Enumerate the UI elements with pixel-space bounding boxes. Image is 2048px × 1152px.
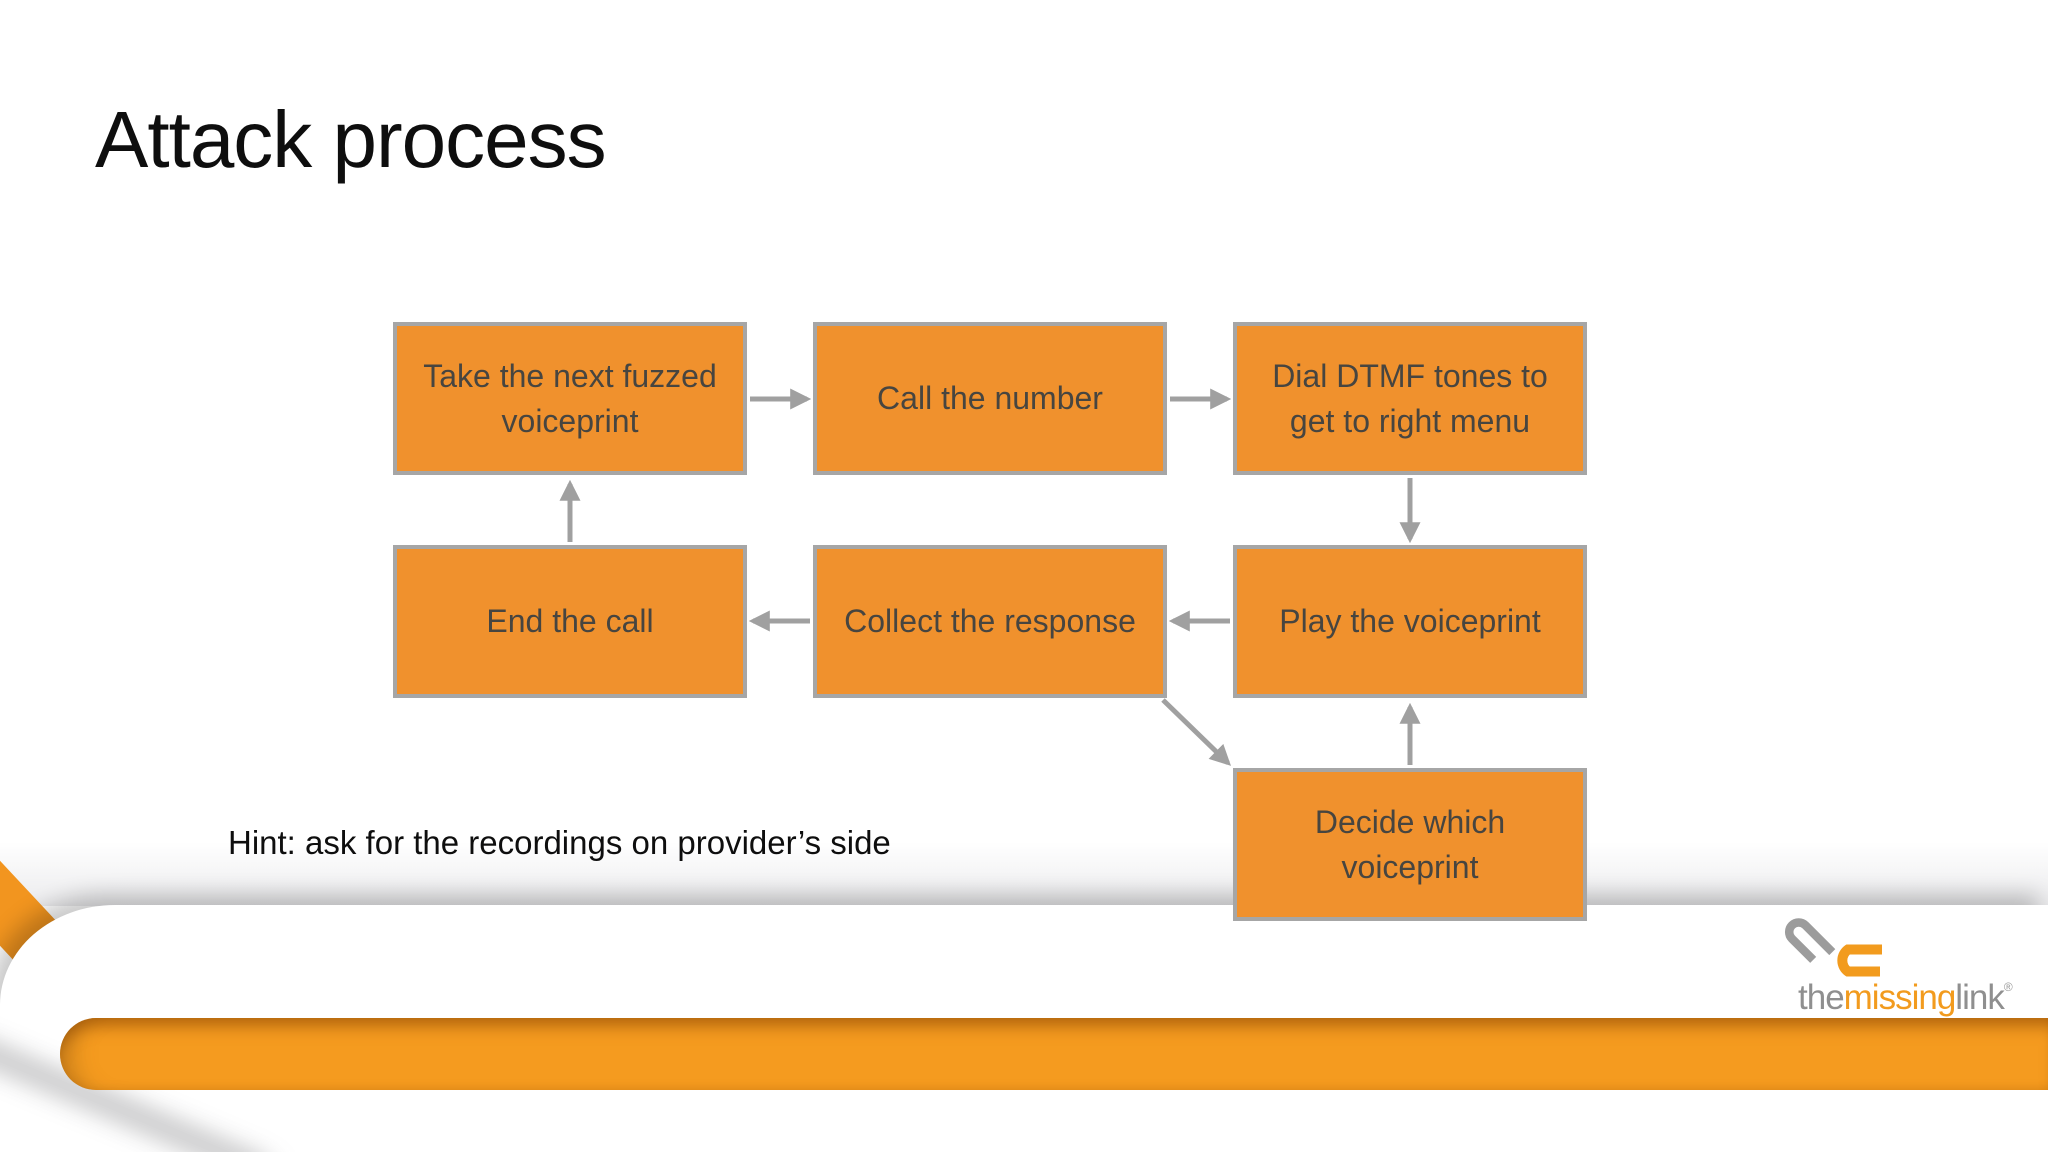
flow-box-label: End the call xyxy=(486,603,654,640)
flow-box-label: Call the number xyxy=(877,380,1103,417)
flow-box-end-the-call: End the call xyxy=(393,545,747,698)
logo-word-the: the xyxy=(1798,978,1845,1017)
flow-box-decide-which-voiceprint: Decide which voiceprint xyxy=(1233,768,1587,921)
logo-wordmark: themissinglink® xyxy=(1798,978,2013,1018)
flow-box-label: Dial DTMF tones to get to right menu xyxy=(1272,357,1548,439)
flow-box-collect-the-response: Collect the response xyxy=(813,545,1167,698)
footer-orange-bar xyxy=(60,1018,2048,1090)
background-fade-strip xyxy=(0,842,2048,906)
logo-word-link: link xyxy=(1955,978,2005,1017)
chain-link-icon xyxy=(1784,918,1882,977)
flow-box-label: Play the voiceprint xyxy=(1279,603,1541,640)
flow-box-play-the-voiceprint: Play the voiceprint xyxy=(1233,545,1587,698)
flow-box-label: Collect the response xyxy=(844,603,1136,640)
flow-box-call-the-number: Call the number xyxy=(813,322,1167,475)
logo-trademark: ® xyxy=(2003,980,2013,994)
themissinglink-logo: themissinglink® xyxy=(1782,918,2032,1017)
logo-word-missing: missing xyxy=(1843,978,1957,1017)
flow-box-label: Decide which voiceprint xyxy=(1314,803,1506,885)
page-title: Attack process xyxy=(95,95,607,184)
hint-text: Hint: ask for the recordings on provider… xyxy=(228,824,891,861)
arrow-collect-to-decide xyxy=(1161,698,1232,766)
flow-box-take-next-fuzzed-voiceprint: Take the next fuzzed voiceprint xyxy=(393,322,747,475)
flow-box-dial-dtmf-tones: Dial DTMF tones to get to right menu xyxy=(1233,322,1587,475)
flow-box-label: Take the next fuzzed voiceprint xyxy=(423,357,717,439)
